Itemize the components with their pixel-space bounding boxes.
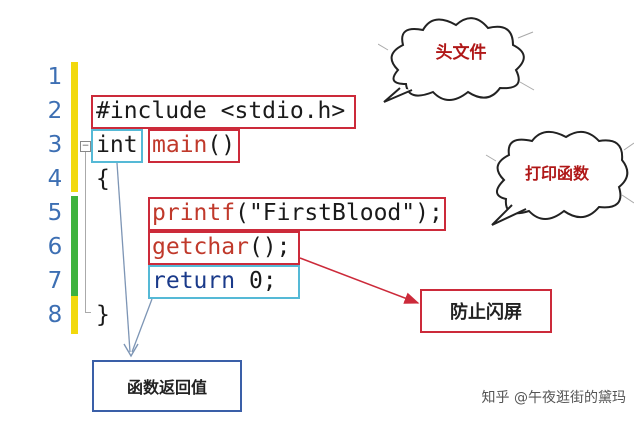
int-arrow (116, 162, 131, 353)
code-return-value: 0; (235, 268, 277, 294)
return-highlight-box (148, 265, 300, 299)
code-main-parens: () (207, 132, 236, 158)
code-printf: printf("FirstBlood"); (152, 196, 443, 230)
code-getchar-name: getchar (152, 234, 249, 260)
getchar-highlight-box (148, 231, 300, 265)
watermark: 知乎 @午夜逛街的黛玛 (481, 390, 626, 406)
line-number: 8 (47, 302, 63, 328)
int-highlight-box (91, 129, 143, 163)
line-number: 3 (47, 132, 63, 158)
arrowhead-return-value (123, 343, 139, 358)
fold-guide-end (85, 312, 91, 313)
code-printf-args: ("FirstBlood"); (235, 200, 443, 226)
line-number: 2 (47, 98, 63, 124)
callout-box-return-value (92, 360, 242, 412)
cloud-callout-header (378, 17, 535, 103)
callout-return-value-text: 函数返回值 (126, 378, 207, 397)
getchar-arrow (299, 257, 420, 304)
code-main-name: main (152, 132, 208, 158)
code-open-brace: { (96, 166, 110, 192)
line-number: 1 (47, 64, 63, 90)
code-getchar: getchar(); (152, 230, 290, 264)
callout-box-prevent-flash (420, 289, 552, 333)
line-number: 7 (47, 268, 63, 294)
cloud-callout-print (485, 130, 634, 226)
line-number: 6 (47, 234, 63, 260)
fold-toggle-icon[interactable]: − (80, 141, 91, 152)
fold-guide-line (85, 152, 86, 312)
gutter-bar-yellow (71, 62, 78, 192)
code-int: int (96, 132, 138, 158)
line-number: 5 (47, 200, 63, 226)
callout-print-text: 打印函数 (524, 164, 589, 183)
code-return-keyword: return (152, 268, 236, 294)
code-getchar-tail: (); (248, 234, 291, 260)
gutter-bar-yellow-bottom (71, 296, 78, 334)
callout-prevent-flash-text: 防止闪屏 (450, 302, 522, 323)
code-main: main() (152, 128, 235, 162)
main-highlight-box (148, 129, 240, 163)
return-arrow (131, 298, 153, 353)
code-close-brace: } (96, 302, 110, 328)
code-line-include: #include <stdio.h> (96, 98, 346, 124)
code-printf-name: printf (152, 200, 236, 226)
callout-header-text: 头文件 (435, 43, 487, 63)
code-return: return 0; (152, 264, 277, 298)
include-highlight-box (91, 95, 356, 129)
line-number: 4 (47, 166, 63, 192)
printf-highlight-box (148, 197, 446, 231)
gutter-bar-green (71, 196, 78, 296)
